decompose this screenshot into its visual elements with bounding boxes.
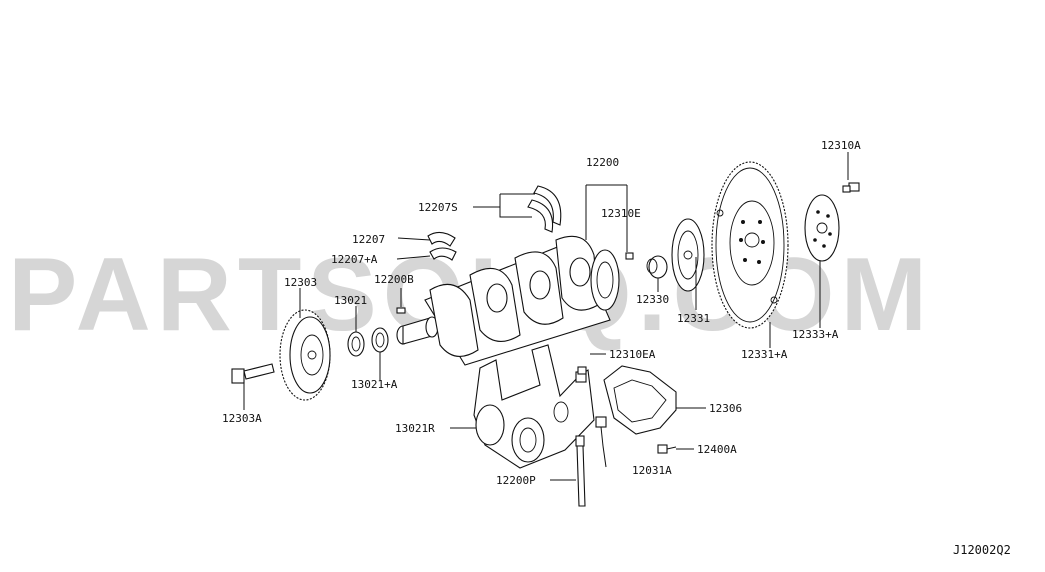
label-12303a[interactable]: 12303A <box>222 412 262 425</box>
leader-lines <box>243 152 849 481</box>
label-12310ea[interactable]: 12310EA <box>609 348 656 361</box>
key-part[interactable] <box>396 307 406 314</box>
long-bolt-part[interactable] <box>575 435 586 507</box>
label-13021a[interactable]: 13021+A <box>351 378 398 391</box>
baffle-plate-part[interactable] <box>603 365 677 435</box>
thrust-washer-part[interactable] <box>527 185 562 233</box>
label-12303[interactable]: 12303 <box>284 276 317 289</box>
crank-pulley-part[interactable] <box>279 309 331 401</box>
part-labels: 12200 12310A 12207S 12310E 12207 12207+A… <box>222 139 861 487</box>
pin-12310e-part[interactable] <box>625 252 634 260</box>
label-12031a[interactable]: 12031A <box>632 464 672 477</box>
main-bearing-part[interactable] <box>427 231 457 261</box>
label-12207[interactable]: 12207 <box>352 233 385 246</box>
pin-12310ea-part[interactable] <box>577 366 587 375</box>
label-12310e[interactable]: 12310E <box>601 207 641 220</box>
label-12400a[interactable]: 12400A <box>697 443 737 456</box>
bolt-12310a-part[interactable] <box>842 182 860 193</box>
flywheel-part[interactable] <box>711 161 789 329</box>
front-seal-part[interactable] <box>347 331 365 357</box>
label-13021r[interactable]: 13021R <box>395 422 435 435</box>
diagram-code: J12002Q2 <box>953 543 1011 557</box>
label-12330[interactable]: 12330 <box>636 293 669 306</box>
bolt-12400a-part[interactable] <box>657 444 677 454</box>
adapter-plate-part[interactable] <box>671 218 705 292</box>
bolt-12031a-part[interactable] <box>595 416 607 447</box>
label-13021[interactable]: 13021 <box>334 294 367 307</box>
crankshaft-part[interactable] <box>396 235 620 366</box>
label-12207s[interactable]: 12207S <box>418 201 458 214</box>
label-12310a[interactable]: 12310A <box>821 139 861 152</box>
label-12200b[interactable]: 12200B <box>374 273 414 286</box>
label-12200[interactable]: 12200 <box>586 156 619 169</box>
balancer-unit-part[interactable] <box>473 344 595 469</box>
label-12200p[interactable]: 12200P <box>496 474 536 487</box>
pulley-bolt-part[interactable] <box>231 363 275 384</box>
label-12207a[interactable]: 12207+A <box>331 253 378 266</box>
seal-13021a-part[interactable] <box>371 327 389 353</box>
label-12333a[interactable]: 12333+A <box>792 328 839 341</box>
label-12331a[interactable]: 12331+A <box>741 348 788 361</box>
label-12331[interactable]: 12331 <box>677 312 710 325</box>
label-12306[interactable]: 12306 <box>709 402 742 415</box>
drive-plate-part[interactable] <box>804 194 840 262</box>
